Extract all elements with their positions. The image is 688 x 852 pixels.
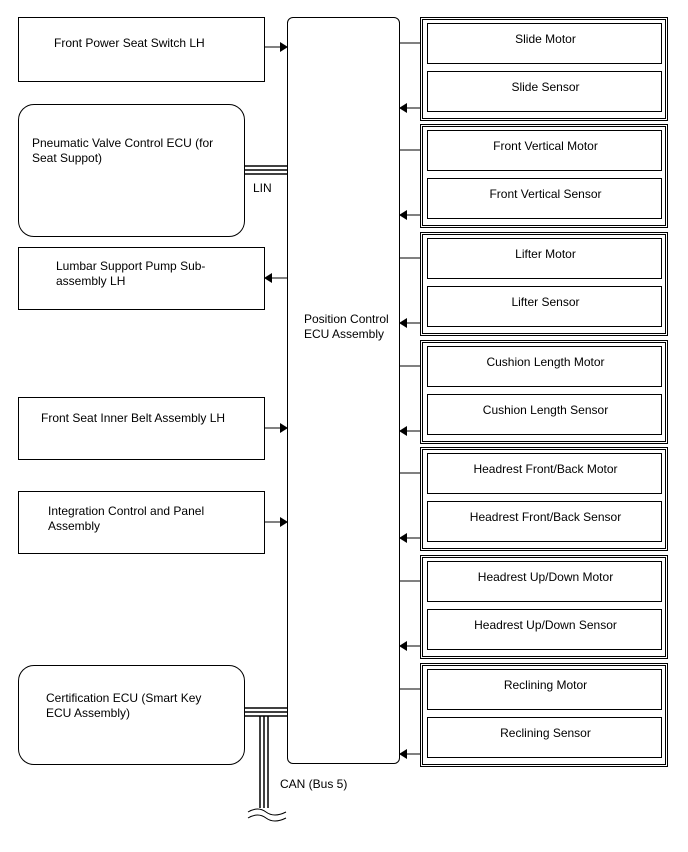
position-control-ecu-label: Position Control ECU Assembly <box>304 312 389 341</box>
sensor-label: Headrest Front/Back Sensor <box>469 510 622 524</box>
position-control-ecu-block: Position Control ECU Assembly <box>287 17 400 764</box>
motor-block: Slide Motor <box>427 23 662 64</box>
motor-block: Lifter Motor <box>427 238 662 279</box>
front-seat-inner-belt-block: Front Seat Inner Belt Assembly LH <box>18 397 265 460</box>
motor-block: Reclining Motor <box>427 669 662 710</box>
motor-block: Headrest Front/Back Motor <box>427 453 662 494</box>
sensor-label: Slide Sensor <box>511 80 580 94</box>
front-power-seat-switch-label: Front Power Seat Switch LH <box>54 36 205 50</box>
motor-label: Reclining Motor <box>503 678 588 692</box>
motor-label: Cushion Length Motor <box>486 355 605 369</box>
front-power-seat-switch-block: Front Power Seat Switch LH <box>18 17 265 82</box>
front-seat-inner-belt-label: Front Seat Inner Belt Assembly LH <box>41 411 226 425</box>
sensor-label: Reclining Sensor <box>500 726 591 740</box>
motor-label: Front Vertical Motor <box>493 139 598 153</box>
motor-label: Slide Motor <box>515 32 576 46</box>
sensor-block: Headrest Front/Back Sensor <box>427 501 662 542</box>
sensor-block: Cushion Length Sensor <box>427 394 662 435</box>
lin-bus-line <box>245 165 287 175</box>
pneumatic-valve-ecu-label: Pneumatic Valve Control ECU (for Seat Su… <box>32 136 214 165</box>
motor-label: Headrest Up/Down Motor <box>477 570 614 584</box>
motor-block: Cushion Length Motor <box>427 346 662 387</box>
sensor-block: Reclining Sensor <box>427 717 662 758</box>
lumbar-support-pump-block: Lumbar Support Pump Sub- assembly LH <box>18 247 265 310</box>
sensor-block: Slide Sensor <box>427 71 662 112</box>
sensor-block: Front Vertical Sensor <box>427 178 662 219</box>
can-label: CAN (Bus 5) <box>280 777 348 791</box>
sensor-label: Cushion Length Sensor <box>482 403 609 417</box>
motor-label: Lifter Motor <box>515 247 576 261</box>
motor-label: Headrest Front/Back Motor <box>473 462 618 476</box>
certification-ecu-label: Certification ECU (Smart Key ECU Assembl… <box>46 691 202 720</box>
pneumatic-valve-ecu-block: Pneumatic Valve Control ECU (for Seat Su… <box>18 104 245 237</box>
lin-label: LIN <box>253 181 272 195</box>
sensor-label: Lifter Sensor <box>511 295 580 309</box>
integration-control-panel-label: Integration Control and Panel Assembly <box>48 504 205 533</box>
lumbar-support-pump-label: Lumbar Support Pump Sub- assembly LH <box>56 259 206 288</box>
sensor-label: Headrest Up/Down Sensor <box>474 618 617 632</box>
sensor-block: Lifter Sensor <box>427 286 662 327</box>
certification-ecu-block: Certification ECU (Smart Key ECU Assembl… <box>18 665 245 765</box>
can-bus-line <box>245 707 287 822</box>
integration-control-panel-block: Integration Control and Panel Assembly <box>18 491 265 554</box>
sensor-label: Front Vertical Sensor <box>489 187 602 201</box>
sensor-block: Headrest Up/Down Sensor <box>427 609 662 650</box>
motor-block: Headrest Up/Down Motor <box>427 561 662 602</box>
motor-block: Front Vertical Motor <box>427 130 662 171</box>
